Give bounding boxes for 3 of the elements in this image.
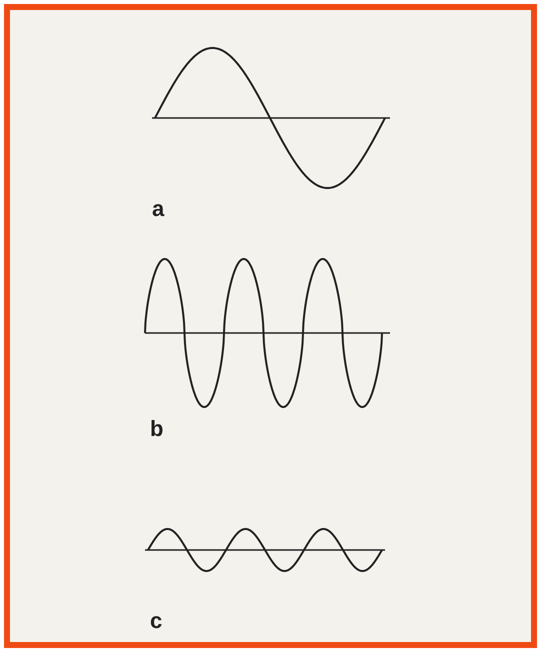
- panel-letter: c: [150, 610, 162, 632]
- panel-letter: a: [152, 198, 164, 220]
- panel-letter: b: [150, 418, 164, 440]
